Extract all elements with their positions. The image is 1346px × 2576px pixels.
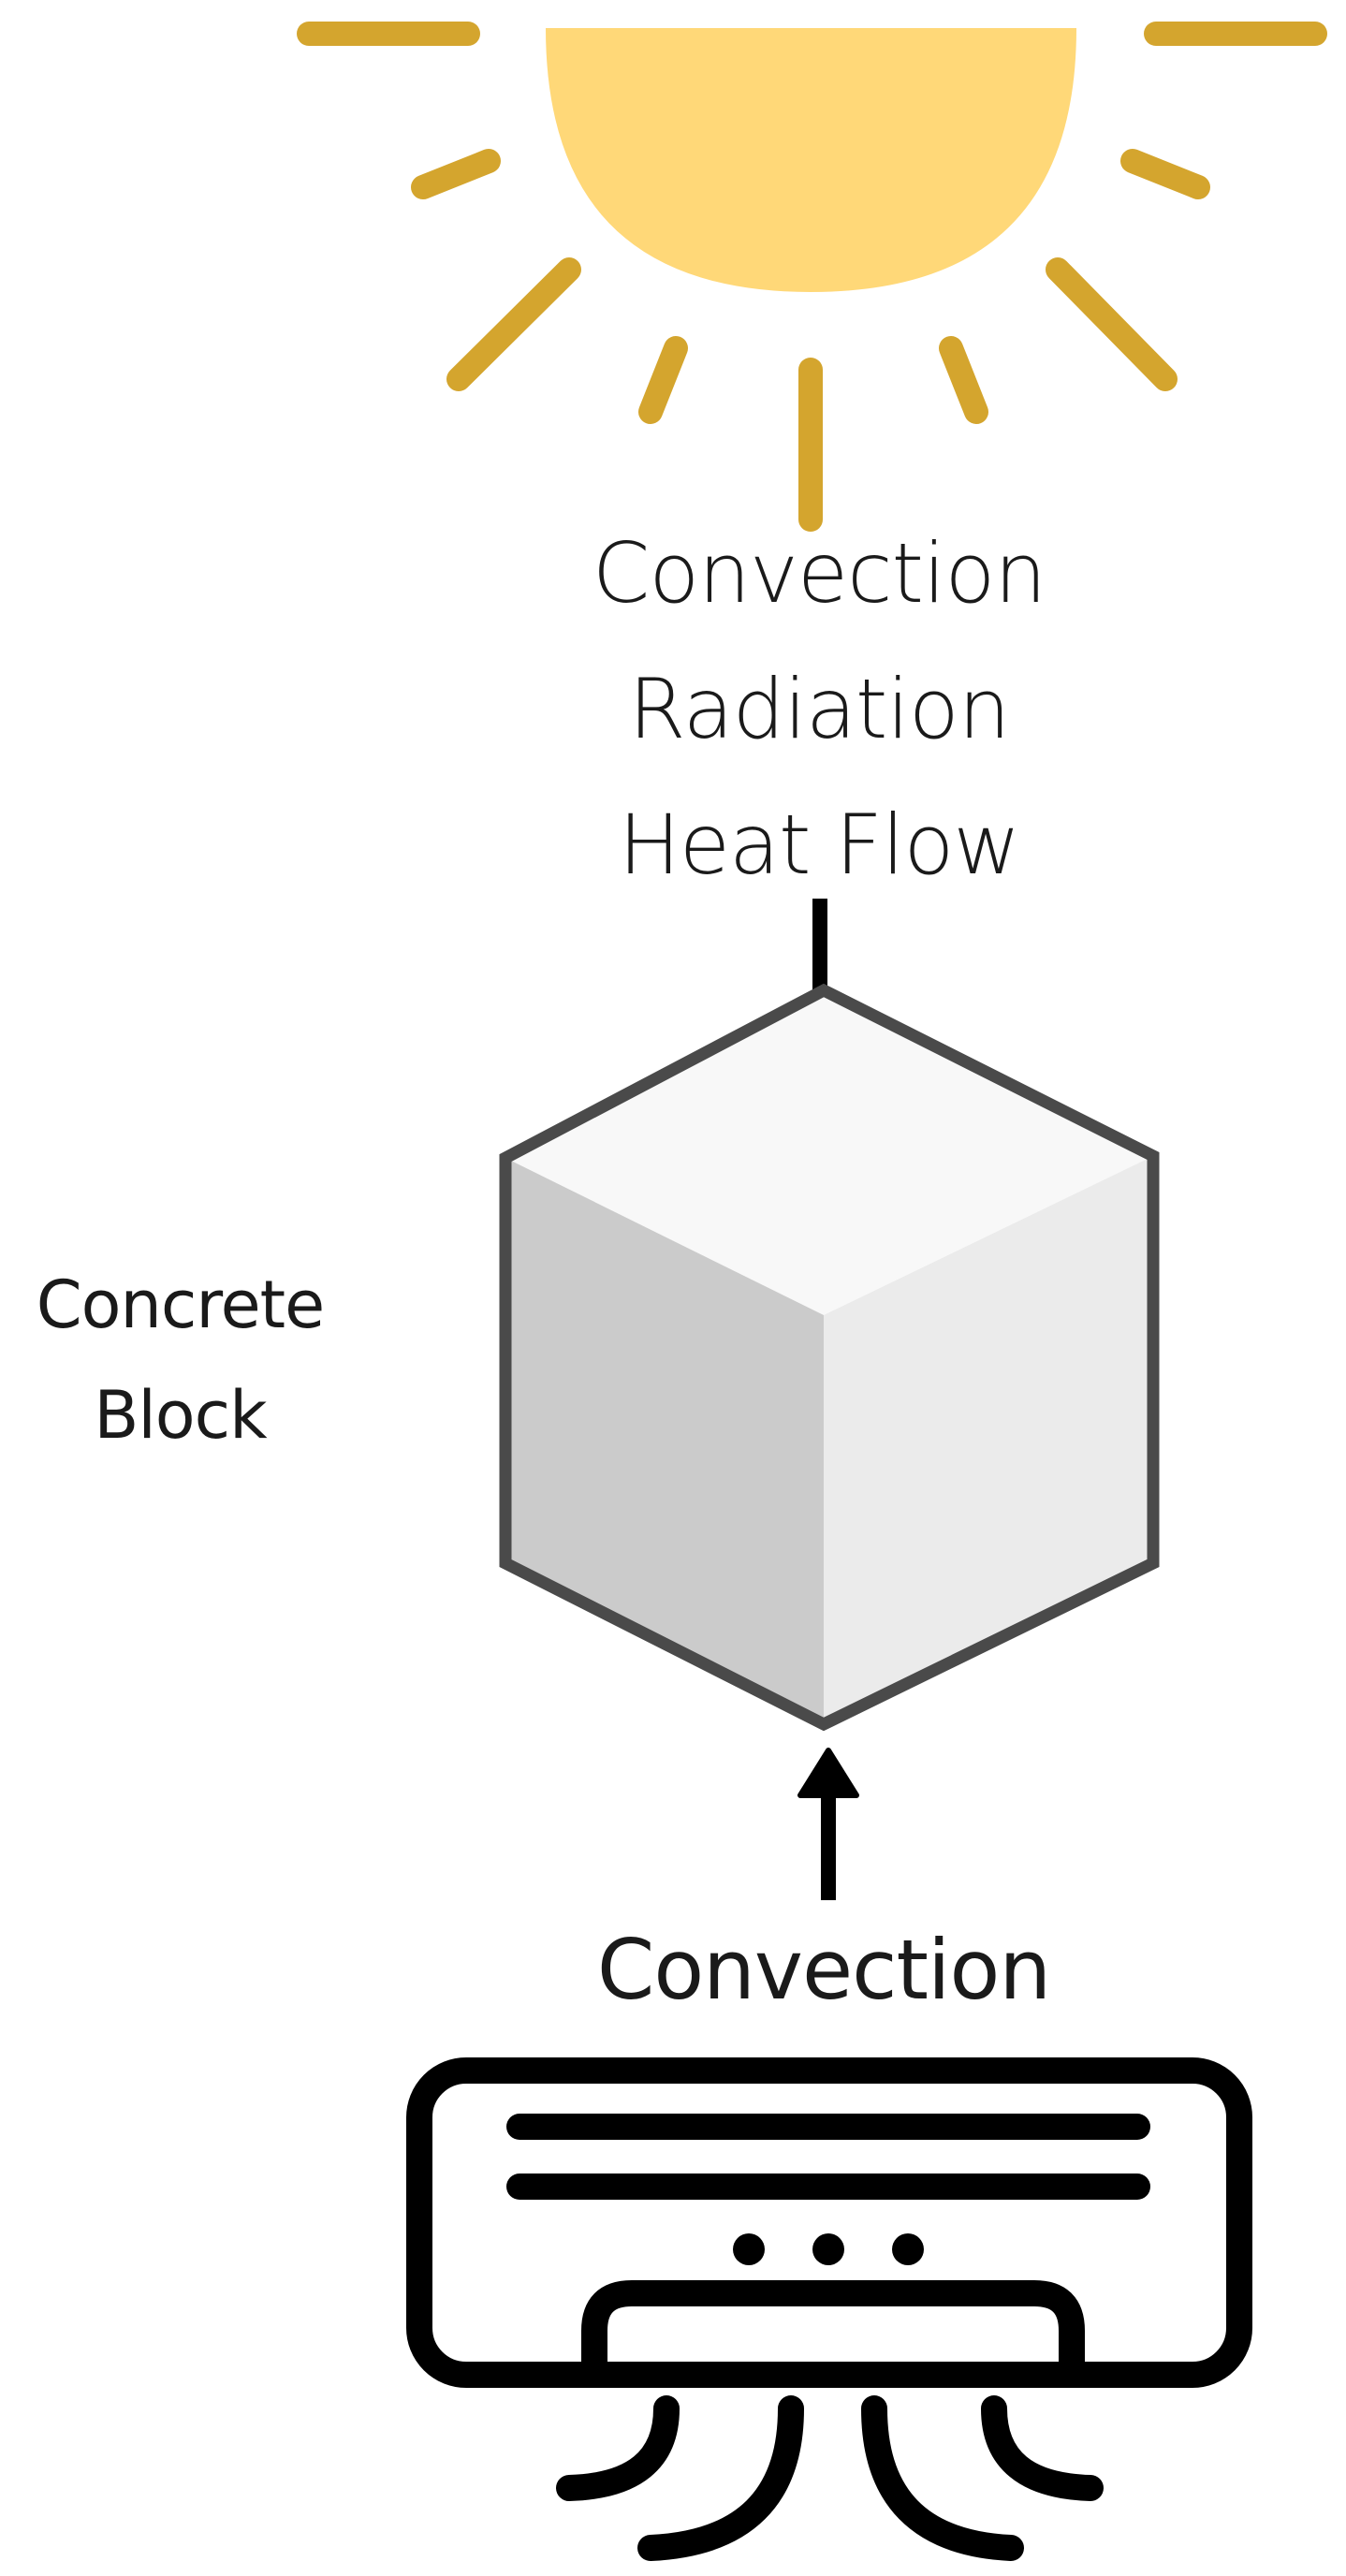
airflow-line <box>861 2395 1024 2561</box>
cube-top-face <box>505 990 1153 1315</box>
ac-indicator-dot <box>812 2233 844 2265</box>
sun-ray <box>939 336 988 424</box>
concrete-block-icon <box>499 983 1160 1732</box>
ac-body <box>406 2057 1252 2388</box>
sun-body <box>546 28 1076 292</box>
label-convection-bottom: Convection <box>596 1922 1051 2018</box>
cube-left-face <box>505 1158 824 1724</box>
sun-rays <box>297 22 1327 532</box>
airflow-line <box>981 2395 1104 2501</box>
airflow-line <box>637 2395 804 2561</box>
ac-outlet-flap <box>581 2280 1085 2375</box>
label-concrete: Concrete <box>36 1266 325 1343</box>
label-heat-flow: Heat Flow <box>618 797 1021 893</box>
label-block: Block <box>94 1377 267 1454</box>
ac-airflow-lines <box>556 2395 1104 2561</box>
sun-ray <box>1120 149 1210 199</box>
label-radiation: Radiation <box>628 661 1011 757</box>
airflow-line <box>556 2395 680 2501</box>
label-convection-top: Convection <box>592 525 1046 622</box>
block-label: Concrete Block <box>0 1250 360 1471</box>
air-conditioner-icon <box>406 2057 1252 2561</box>
sun-ray <box>1046 257 1178 391</box>
cube-right-face <box>824 1156 1153 1724</box>
cube-outline <box>499 983 1160 1732</box>
sun-ray <box>446 257 581 391</box>
sun-icon <box>297 22 1327 532</box>
sun-ray <box>638 336 688 424</box>
ac-indicator-dot <box>733 2233 765 2265</box>
top-labels: Convection Radiation Heat Flow <box>449 505 1189 913</box>
ac-indicator-dot <box>892 2233 924 2265</box>
convection-arrow-up <box>797 1748 859 1900</box>
sun-ray <box>411 149 501 199</box>
